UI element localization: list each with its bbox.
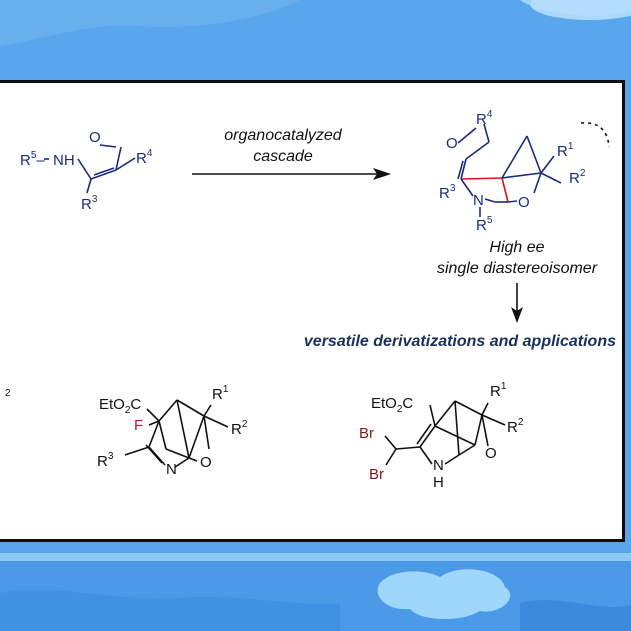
deriv1-n-label: N <box>166 461 177 478</box>
deriv2-bromine-1: Br <box>359 425 374 442</box>
deriv2-r1-label: R1 <box>490 381 507 400</box>
outcome-line2: single diastereoisomer <box>437 260 598 277</box>
prod-carbonyl-o: O <box>446 135 458 152</box>
deriv2-n-label: N <box>433 457 444 474</box>
deriv2-bromine-2: Br <box>369 466 384 483</box>
deriv1-ester-label: EtO2C <box>99 396 141 416</box>
deriv1-fluorine: F <box>134 417 143 434</box>
background-top <box>0 0 631 80</box>
deriv1-r1-label: R1 <box>212 384 229 403</box>
edge-fragment-superscript: 2 <box>5 388 11 399</box>
sm-r4-label: R4 <box>136 148 153 167</box>
prod-r3-label: R3 <box>439 183 456 202</box>
prod-oxetane-o: O <box>518 194 530 211</box>
sm-carbonyl-o: O <box>89 129 101 146</box>
product-structure <box>457 123 562 217</box>
background-bottom <box>0 553 631 631</box>
starting-enaminone <box>44 144 136 194</box>
outcome-line1: High ee <box>489 239 544 256</box>
prod-r4-label: R4 <box>476 109 493 128</box>
reaction-arrow <box>192 168 391 180</box>
deriv1-oxetane-o: O <box>200 454 212 471</box>
arrow-label-line1: organocatalyzed <box>224 127 343 144</box>
arrow-label-line2: cascade <box>253 148 313 165</box>
deriv2-oxetane-o: O <box>485 445 497 462</box>
reaction-scheme: R5– NH O R4 R3 organocatalyzed cascade O… <box>5 109 616 491</box>
derivatization-heading: versatile derivatizations and applicatio… <box>304 333 616 350</box>
scheme-panel: R5– NH O R4 R3 organocatalyzed cascade O… <box>0 80 625 542</box>
deriv2-h-label: H <box>433 474 444 491</box>
sm-r3-label: R3 <box>81 194 98 213</box>
deriv1-r3-label: R3 <box>97 451 114 470</box>
dibromo-derivative-structure <box>384 400 506 466</box>
sm-r5-label: R5– <box>20 150 45 169</box>
prod-n-label: N <box>473 192 484 209</box>
prod-r1-label: R1 <box>557 141 574 160</box>
fluoro-derivative-structure <box>124 399 229 468</box>
deriv2-r2-label: R2 <box>507 417 524 436</box>
down-arrow <box>511 283 523 323</box>
sm-nh-label: NH <box>53 152 75 169</box>
prod-r2-label: R2 <box>569 168 586 187</box>
deriv2-ester-label: EtO2C <box>371 395 413 415</box>
deriv1-r2-label: R2 <box>231 419 248 438</box>
ring-fusion-dashed-arc <box>580 122 610 148</box>
prod-r5-label: R5 <box>476 215 493 234</box>
